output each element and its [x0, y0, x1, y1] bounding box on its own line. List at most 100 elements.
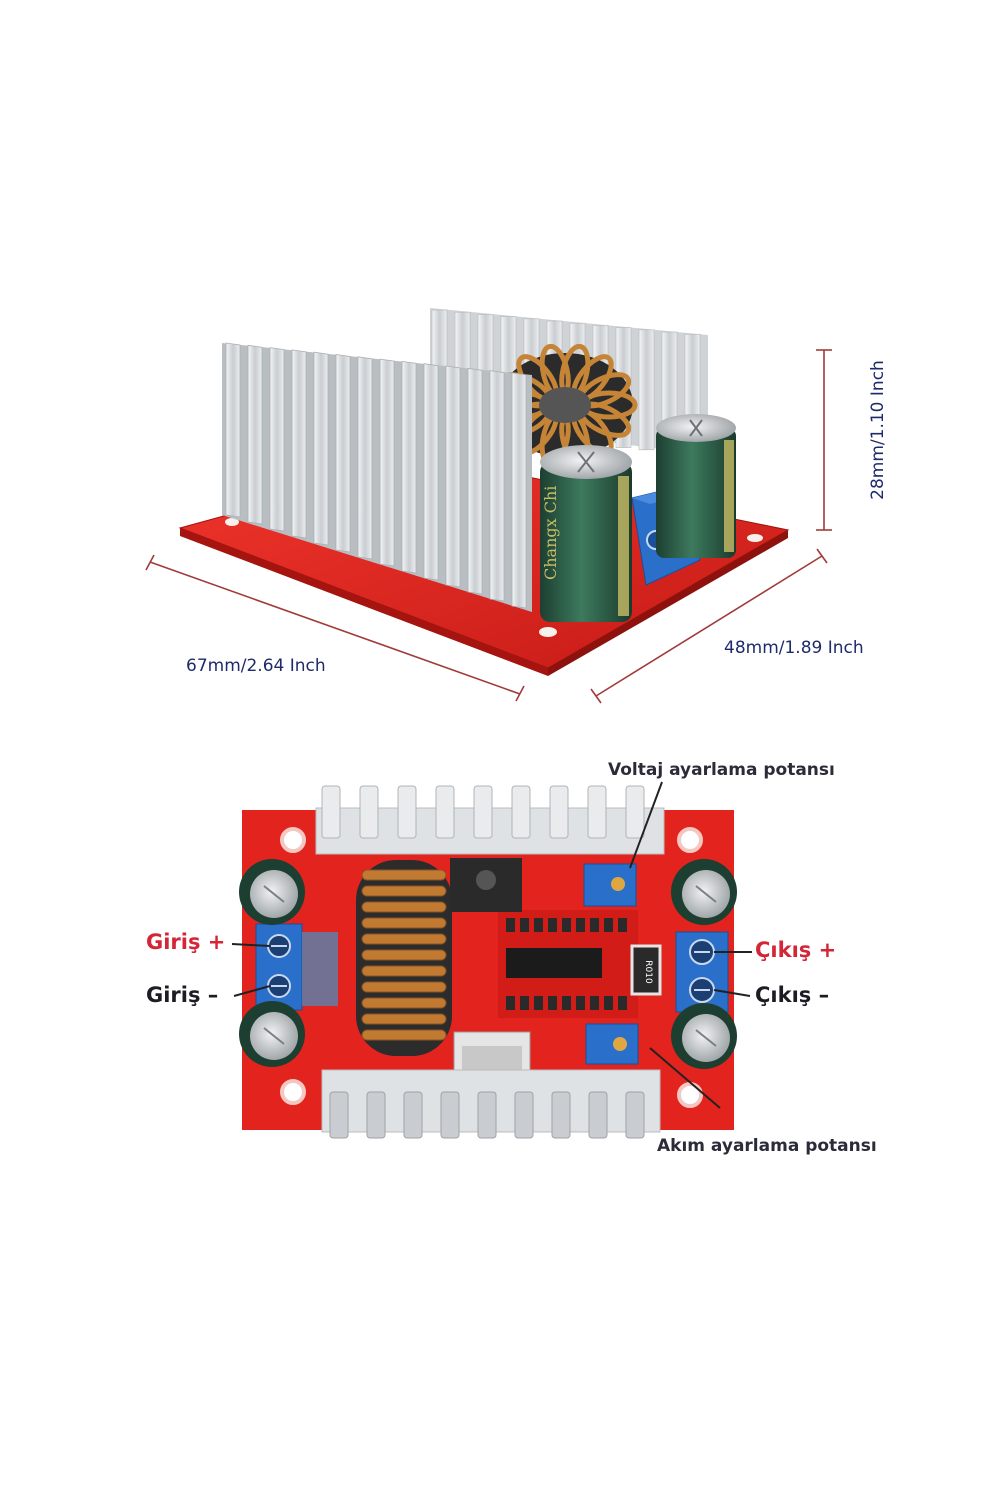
heatsink-fin [247, 344, 263, 525]
current-pot-leader [649, 1047, 721, 1109]
smd-component [604, 996, 613, 1010]
heatsink-fin [625, 785, 645, 839]
input-terminal-block [255, 923, 338, 1011]
module-top-view: R010 [239, 785, 737, 1139]
length-dimension-line [149, 561, 521, 695]
smd-component [590, 996, 599, 1010]
smd-component [506, 918, 515, 932]
height-dimension-label: 28mm/1.10 Inch [868, 360, 888, 500]
output-minus-label: Çıkış – [755, 983, 830, 1007]
copper-winding [361, 1013, 447, 1025]
capacitor-3d-right [656, 414, 736, 558]
voltage-potentiometer [583, 863, 637, 907]
svg-text:R010: R010 [643, 960, 653, 984]
smd-component [590, 918, 599, 932]
mounting-hole [747, 534, 763, 542]
heatsink-fin [625, 1091, 645, 1139]
heatsink-fin [379, 358, 395, 567]
smd-component [618, 996, 627, 1010]
heatsink-fin [401, 360, 417, 574]
heatsink-fin [445, 365, 461, 588]
smd-component [548, 918, 557, 932]
copper-winding [361, 869, 447, 881]
heatsink-fin [638, 329, 655, 451]
heatsink-fin [335, 354, 351, 553]
dimension-lines [145, 349, 832, 704]
heatsink-fin [489, 370, 505, 602]
length-dimension-label: 67mm/2.64 Inch [186, 656, 326, 676]
copper-winding [361, 949, 447, 961]
copper-winding [361, 965, 447, 977]
heatsink-fin [321, 785, 341, 839]
smd-component [548, 996, 557, 1010]
capacitor-vent [695, 885, 717, 903]
output-plus-label: Çıkış + [755, 938, 837, 962]
heatsink-fin [357, 356, 373, 560]
mounting-hole [225, 518, 239, 526]
capacitor-vent [695, 1029, 717, 1047]
heatsink-fin [329, 1091, 349, 1139]
width-dimension-label: 48mm/1.89 Inch [724, 638, 864, 658]
heatsink-fin [511, 372, 527, 609]
smd-component [520, 996, 529, 1010]
heatsink-top-edge [315, 785, 665, 855]
copper-winding [361, 885, 447, 897]
heatsink-fin [587, 785, 607, 839]
heatsink-fin [551, 1091, 571, 1139]
smd-component [576, 918, 585, 932]
heatsink-fin [225, 342, 241, 518]
capacitor-vent [263, 885, 285, 903]
capacitor-3d-front: Changx Chi [540, 445, 632, 622]
heatsink-fin [435, 785, 455, 839]
output-terminal-block [675, 931, 729, 1013]
heatsink-fin [514, 1091, 534, 1139]
voltage-pot-leader [629, 781, 663, 869]
input-plus-label: Giriş + [146, 930, 226, 954]
heatsink-fin [359, 785, 379, 839]
smd-component [534, 918, 543, 932]
capacitor-vent [263, 1027, 285, 1045]
heatsink-front [222, 342, 532, 612]
mounting-hole [539, 627, 557, 637]
width-dimension-line [595, 555, 823, 697]
copper-winding [361, 1029, 447, 1041]
module-3d-view: Changx Chi [178, 308, 790, 676]
svg-text:Changx Chi: Changx Chi [541, 486, 560, 580]
heatsink-fin [366, 1091, 386, 1139]
heatsink-fin [313, 351, 329, 546]
shunt-resistor [630, 944, 662, 996]
input-minus-leader [233, 985, 271, 997]
copper-winding [361, 981, 447, 993]
heatsink-fin [549, 785, 569, 839]
heatsink-fin [269, 347, 285, 532]
smd-component [534, 996, 543, 1010]
toroid-inductor-top [356, 860, 452, 1056]
smd-component [618, 918, 627, 932]
smd-component [576, 996, 585, 1010]
smd-component [562, 918, 571, 932]
copper-winding [361, 901, 447, 913]
heatsink-fin [291, 349, 307, 539]
heatsink-fin [440, 1091, 460, 1139]
heatsink-fin [588, 1091, 608, 1139]
smd-component [604, 918, 613, 932]
input-plus-leader [231, 943, 271, 947]
copper-winding [361, 917, 447, 929]
output-minus-leader [713, 989, 751, 997]
controller-ic [506, 948, 602, 978]
heatsink-fin [403, 1091, 423, 1139]
heatsink-fin [511, 785, 531, 839]
current-potentiometer [585, 1023, 639, 1065]
input-minus-label: Giriş – [146, 983, 219, 1007]
voltage-pot-label: Voltaj ayarlama potansı [608, 760, 835, 780]
smd-component [562, 996, 571, 1010]
callout-leaders [231, 781, 752, 1109]
heatsink-fin [467, 367, 483, 595]
heatsink-bottom-edge [321, 1069, 661, 1139]
heatsink-fin [477, 1091, 497, 1139]
copper-winding [361, 933, 447, 945]
smd-component [506, 996, 515, 1010]
heatsink-fin [397, 785, 417, 839]
